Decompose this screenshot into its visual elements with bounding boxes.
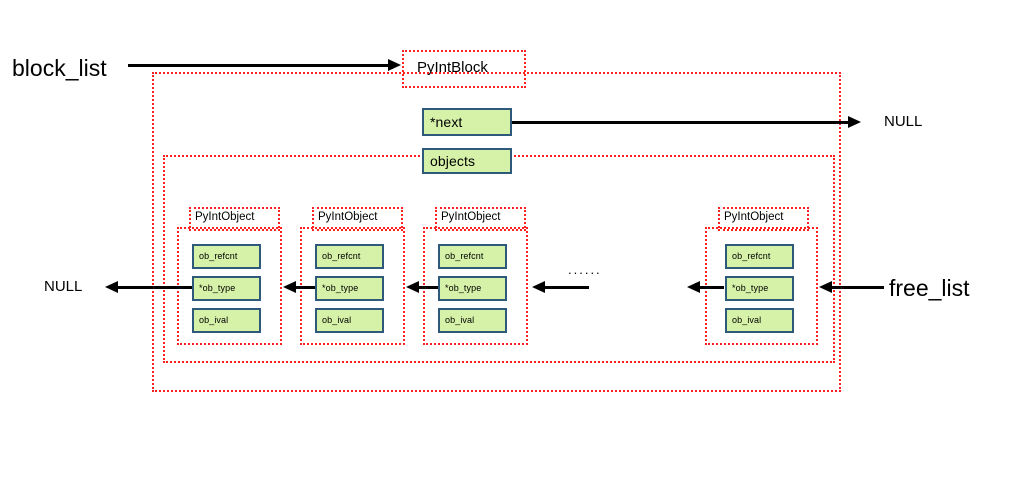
field-next: *next <box>422 108 512 136</box>
pyintblock-title-label: PyIntBlock <box>417 59 488 76</box>
pyintobject-3-title-label: PyIntObject <box>441 211 501 223</box>
pyintobject-1-ob_type-label: *ob_type <box>199 283 236 293</box>
pyintblock-container <box>152 72 841 392</box>
pyintobject-4-ob_refcnt-label: ob_refcnt <box>732 251 771 261</box>
pyintobject-4-field-ob_ival: ob_ival <box>725 308 794 333</box>
block-list-label: block_list <box>12 55 107 81</box>
free-list-arrow-head <box>819 281 832 293</box>
block-list-arrow-line <box>128 64 390 67</box>
pyintobject-2-field-ob_type: *ob_type <box>315 276 384 301</box>
pyintobject-2-field-ob_ival: ob_ival <box>315 308 384 333</box>
next-null-label: NULL <box>884 113 923 130</box>
ellipsis-to-object3-arrow-head <box>532 281 545 293</box>
object4-outgoing-arrow-head <box>687 281 700 293</box>
field-next-label: *next <box>430 114 463 130</box>
pyintobject-3-field-ob_ival: ob_ival <box>438 308 507 333</box>
pyintobject-2-title-box <box>312 207 403 231</box>
pyintobject-4-title-label: PyIntObject <box>724 211 784 223</box>
object2-to-object1-arrow-head <box>283 281 296 293</box>
object1-null-arrow-line <box>118 286 192 289</box>
pyintobject-2-title-label: PyIntObject <box>318 211 378 223</box>
pyintobject-3-field-ob_refcnt: ob_refcnt <box>438 244 507 269</box>
pyintobject-3-title-box <box>435 207 526 231</box>
pyintobject-1-title-label: PyIntObject <box>195 211 255 223</box>
object3-to-object2-arrow-line <box>419 286 438 289</box>
pyintobject-3-ob_ival-label: ob_ival <box>445 315 475 325</box>
pyintobject-3-field-ob_type: *ob_type <box>438 276 507 301</box>
ellipsis-to-object3-arrow-line <box>545 286 589 289</box>
pyintobject-2-field-ob_refcnt: ob_refcnt <box>315 244 384 269</box>
chain-ellipsis: ...... <box>568 262 602 277</box>
block-list-arrow-head <box>388 59 401 71</box>
pyintblock-title-box <box>402 50 526 88</box>
field-objects-label: objects <box>430 153 476 169</box>
object2-to-object1-arrow-line <box>296 286 315 289</box>
pyintobject-1-field-ob_ival: ob_ival <box>192 308 261 333</box>
pyintobject-4-field-ob_type: *ob_type <box>725 276 794 301</box>
left-null-label: NULL <box>44 278 83 295</box>
pyintobject-2-ob_ival-label: ob_ival <box>322 315 352 325</box>
pyintobject-3-ob_refcnt-label: ob_refcnt <box>445 251 484 261</box>
next-null-arrow-head <box>848 116 861 128</box>
pyintobject-4-ob_type-label: *ob_type <box>732 283 769 293</box>
pyintobject-1-title-box <box>189 207 280 231</box>
field-objects: objects <box>422 148 512 174</box>
pyintobject-2-ob_refcnt-label: ob_refcnt <box>322 251 361 261</box>
object1-null-arrow-head <box>105 281 118 293</box>
pyintobject-1-ob_ival-label: ob_ival <box>199 315 229 325</box>
pyintobject-4-field-ob_refcnt: ob_refcnt <box>725 244 794 269</box>
pyintobject-4-title-box <box>718 207 809 231</box>
pyintobject-1-field-ob_type: *ob_type <box>192 276 261 301</box>
object4-outgoing-arrow-line <box>700 286 724 289</box>
pyintobject-1-ob_refcnt-label: ob_refcnt <box>199 251 238 261</box>
object3-to-object2-arrow-head <box>406 281 419 293</box>
pyintobject-3-ob_type-label: *ob_type <box>445 283 482 293</box>
pyintobject-4-ob_ival-label: ob_ival <box>732 315 762 325</box>
pyintobject-2-ob_type-label: *ob_type <box>322 283 359 293</box>
free-list-arrow-line <box>832 286 884 289</box>
next-null-arrow-line <box>512 121 850 124</box>
pyintobject-1-field-ob_refcnt: ob_refcnt <box>192 244 261 269</box>
free-list-label: free_list <box>889 275 970 301</box>
